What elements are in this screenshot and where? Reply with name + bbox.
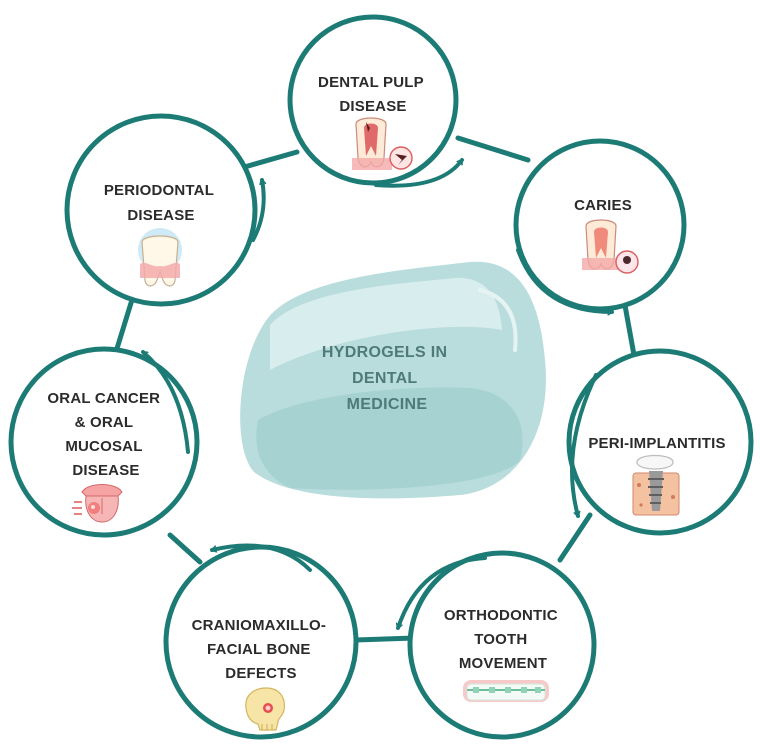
label-line: MOVEMENT	[459, 655, 547, 672]
label-peri-implantitis: PERI-IMPLANTITIS	[588, 435, 725, 452]
label-line: PERI-IMPLANTITIS	[588, 435, 725, 452]
center-title-line: DENTAL	[352, 370, 417, 387]
label-line: MUCOSAL	[65, 438, 142, 455]
tooth-pulp-icon	[352, 117, 413, 170]
connector-periodontal-to-pulp	[238, 149, 300, 171]
label-craniomaxillofacial-bone-defects: CRANIOMAXILLO- FACIAL BONE DEFECTS	[192, 617, 331, 682]
label-line: PERIODONTAL	[104, 182, 214, 199]
label-line: & ORAL	[75, 414, 133, 431]
dental-implant-icon	[632, 454, 680, 516]
label-line: DISEASE	[339, 98, 406, 115]
center-title: HYDROGELS IN DENTAL MEDICINE	[322, 344, 452, 413]
braces-icon	[463, 680, 549, 702]
node-circle-dental-pulp-disease	[287, 14, 459, 186]
label-line: DENTAL PULP	[318, 74, 424, 91]
arrow-pulp-to-caries	[374, 158, 464, 188]
arrow-peri-to-ortho	[570, 373, 598, 518]
skull-icon	[245, 687, 285, 731]
node-circle-periodontal-disease	[64, 113, 258, 307]
hydrogel-blob-gloss	[478, 288, 518, 352]
tooth-caries-icon	[582, 219, 639, 274]
hydrogel-blob	[240, 261, 546, 499]
label-line: CRANIOMAXILLO-	[192, 617, 326, 634]
label-periodontal-disease: PERIODONTAL DISEASE	[104, 182, 218, 224]
label-line: TOOTH	[474, 631, 527, 648]
center-title-line: MEDICINE	[347, 396, 428, 413]
label-line: CARIES	[574, 197, 632, 214]
label-line: ORAL CANCER	[47, 390, 160, 407]
center-title-line: HYDROGELS IN	[322, 344, 447, 361]
connector-ortho-to-cranio	[352, 635, 418, 643]
hydrogel-blob-shade	[256, 387, 523, 490]
label-line: FACIAL BONE	[207, 641, 311, 658]
label-line: DEFECTS	[225, 665, 296, 682]
label-line: DISEASE	[72, 462, 139, 479]
connector-pulp-to-caries	[455, 135, 531, 163]
label-dental-pulp-disease: DENTAL PULP DISEASE	[318, 74, 428, 115]
connector-peri-to-ortho	[557, 512, 593, 563]
tooth-gum-icon	[138, 228, 182, 287]
label-oral-cancer: ORAL CANCER & ORAL MUCOSAL DISEASE	[47, 390, 164, 479]
arrow-periodontal-to-pulp	[251, 178, 264, 242]
connector-caries-to-peri	[621, 297, 637, 358]
arrow-cranio-to-oral	[210, 543, 312, 572]
label-orthodontic-tooth-movement: ORTHODONTIC TOOTH MOVEMENT	[444, 607, 562, 672]
connector-cranio-to-oral	[167, 532, 203, 565]
arrow-oral-to-periodontal	[141, 350, 190, 454]
label-caries: CARIES	[574, 197, 632, 214]
node-circle-peri-implantitis	[566, 348, 754, 536]
hydrogel-blob-highlight	[270, 277, 502, 370]
tongue-icon	[72, 484, 123, 523]
connector-lines	[112, 135, 637, 643]
label-line: DISEASE	[127, 207, 194, 224]
node-circle-oral-cancer	[8, 346, 200, 538]
arrow-caries-to-peri	[516, 248, 614, 312]
arrow-ortho-to-cranio	[398, 556, 487, 630]
label-line: ORTHODONTIC	[444, 607, 558, 624]
